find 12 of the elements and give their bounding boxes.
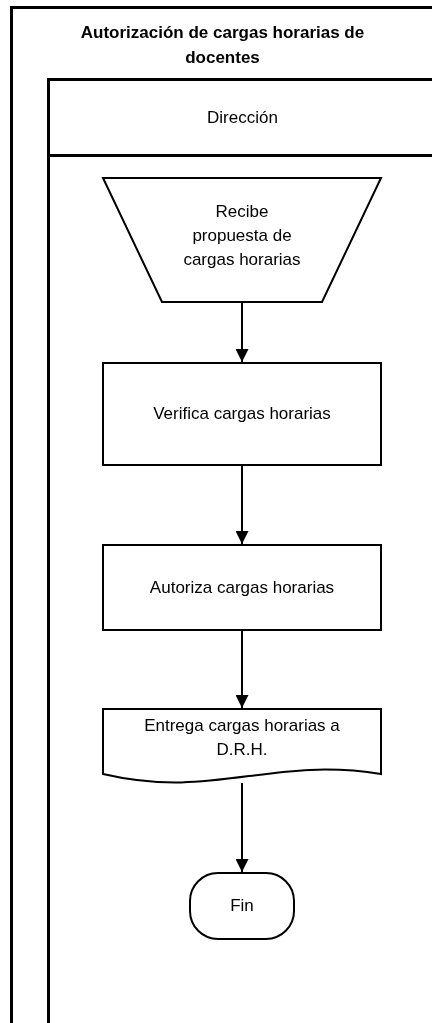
node-text: Recibe propuesta de cargas horarias [182,201,302,271]
lane-header: Dirección [50,81,432,157]
title: Autorización de cargas horarias de docentes [79,22,366,69]
node-text: Autoriza cargas horarias [149,576,335,599]
arrow [235,465,249,545]
node-text: Fin [230,895,254,917]
swimlane [47,78,432,1023]
arrow [235,302,249,363]
node-text: Entrega cargas horarias a D.R.H. [143,715,341,761]
node-text: Verifica cargas horarias [153,403,331,425]
arrow [235,630,249,709]
arrow [235,782,249,873]
